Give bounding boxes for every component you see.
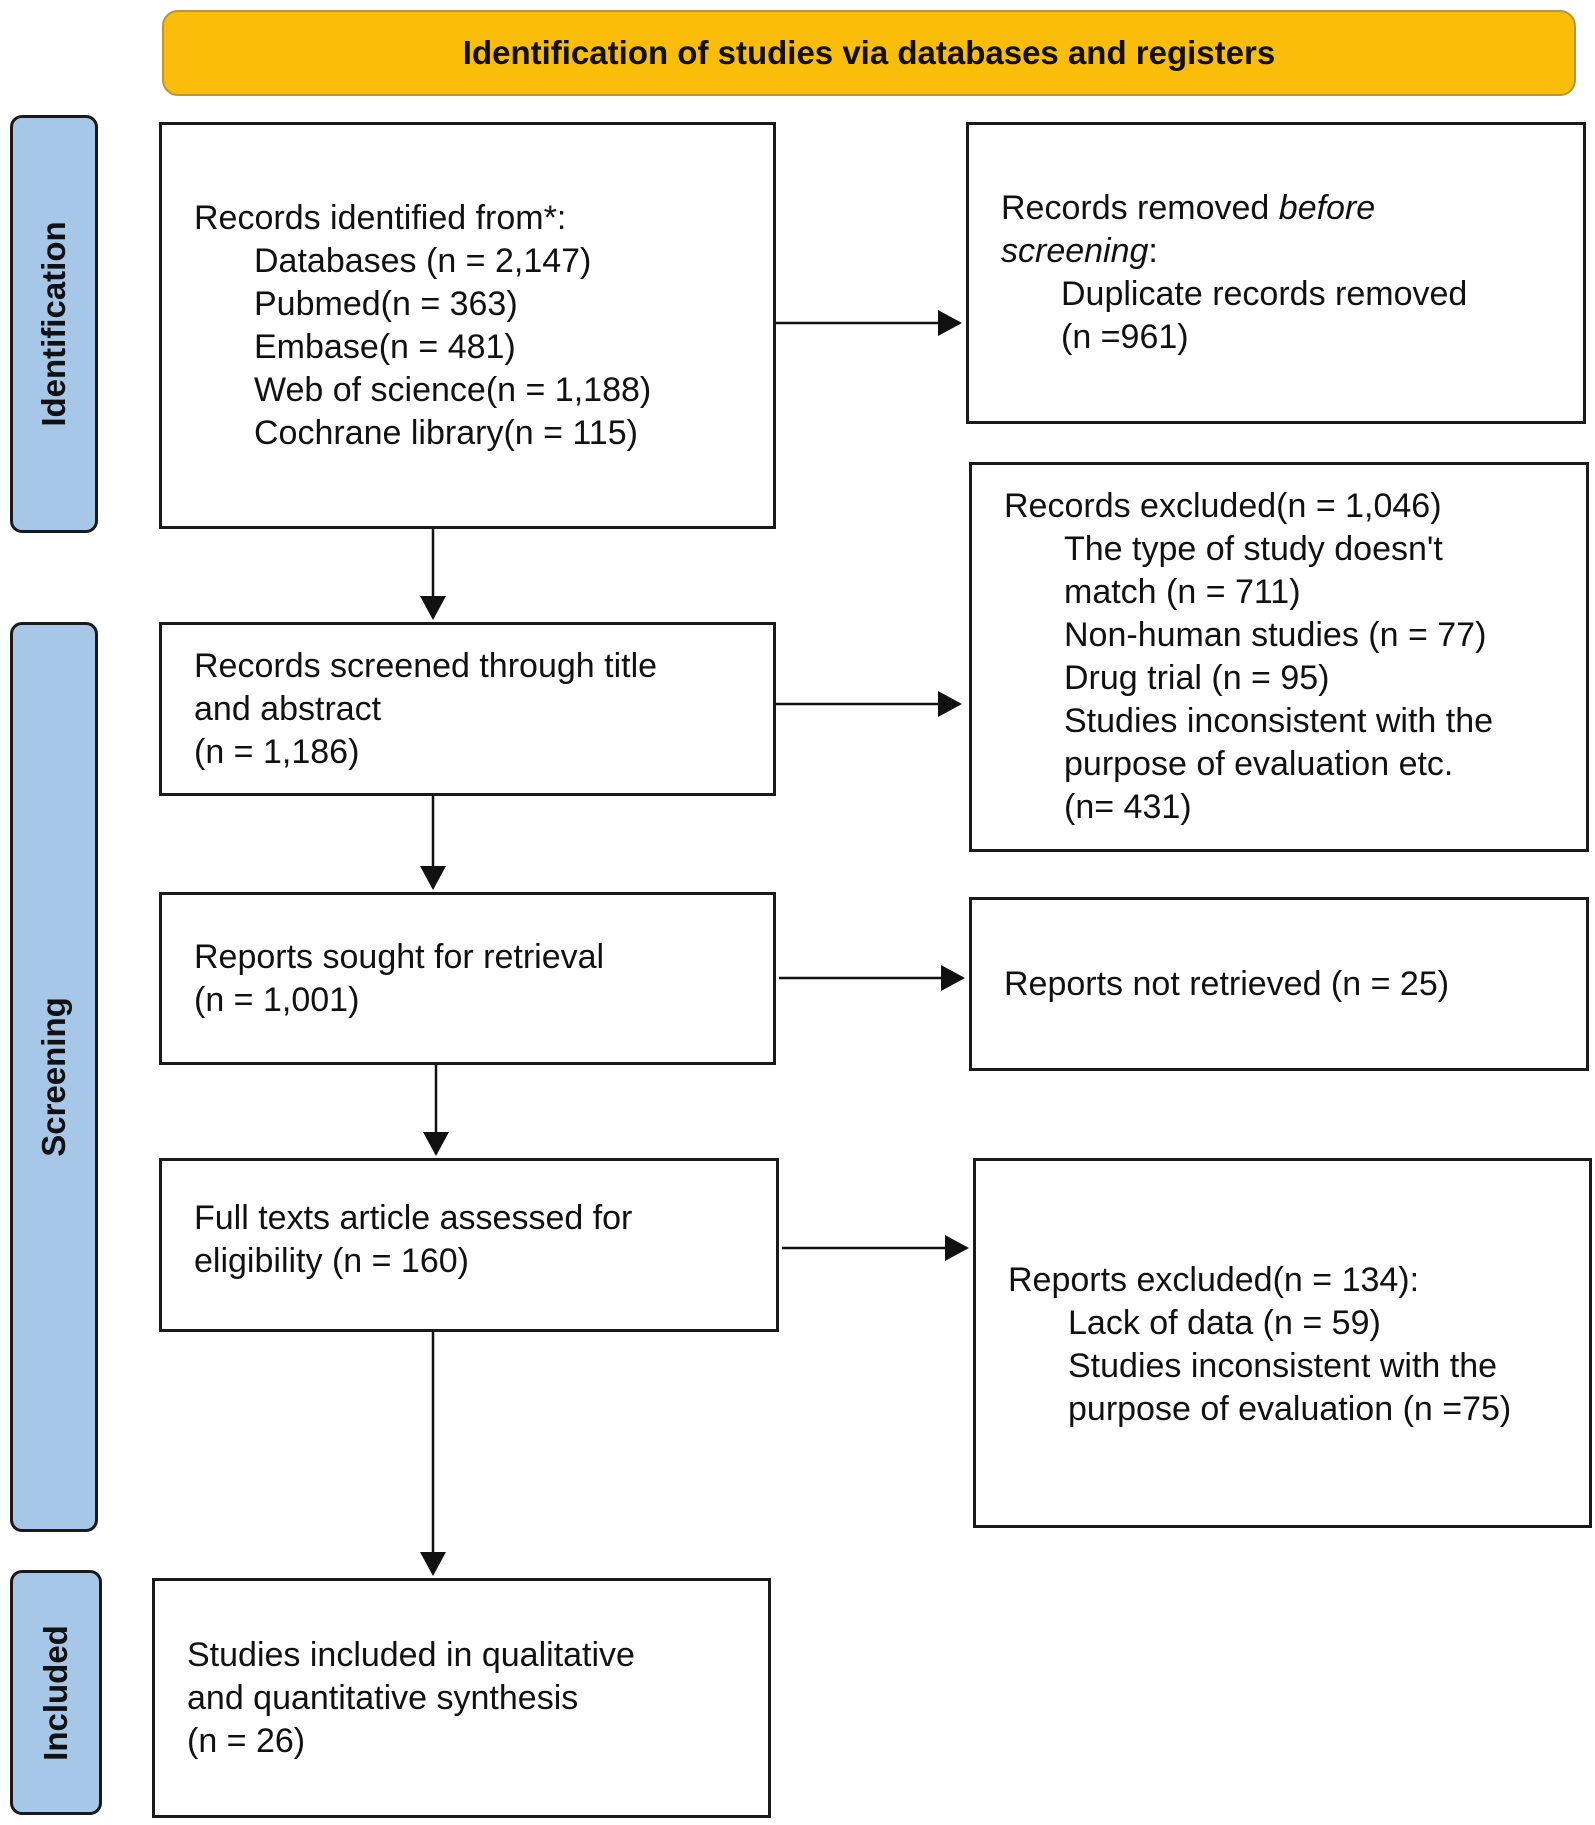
records-excluded-heading: Records excluded(n = 1,046) bbox=[1004, 487, 1442, 525]
records-excluded-item: Drug trial (n = 95) bbox=[1064, 659, 1330, 697]
reports-sought-line: (n = 1,001) bbox=[194, 980, 360, 1019]
records-removed-heading-line1: Records removed before bbox=[1001, 187, 1573, 230]
reports-excluded-item: Lack of data (n = 59) bbox=[1068, 1304, 1381, 1342]
records-identified-box: Records identified from*: Databases (n =… bbox=[159, 122, 776, 529]
reports-not-retrieved-box: Reports not retrieved (n = 25) bbox=[969, 897, 1589, 1071]
reports-excluded-heading: Reports excluded(n = 134): bbox=[1008, 1261, 1420, 1299]
records-removed-heading-suffix: : bbox=[1148, 232, 1158, 270]
phase-identification: Identification bbox=[10, 115, 98, 533]
reports-sought-box: Reports sought for retrieval (n = 1,001) bbox=[159, 892, 776, 1065]
reports-excluded-box: Reports excluded(n = 134): Lack of data … bbox=[973, 1158, 1592, 1528]
reports-sought-line: Reports sought for retrieval bbox=[194, 937, 605, 976]
records-screened-line: and abstract bbox=[194, 689, 382, 728]
full-texts-box: Full texts article assessed for eligibil… bbox=[159, 1158, 779, 1332]
full-texts-line: eligibility (n = 160) bbox=[194, 1242, 469, 1280]
records-excluded-box: Records excluded(n = 1,046) The type of … bbox=[969, 462, 1589, 852]
records-excluded-item: Non-human studies (n = 77) bbox=[1064, 616, 1487, 654]
reports-not-retrieved-line: Reports not retrieved (n = 25) bbox=[1004, 964, 1450, 1003]
studies-included-line: Studies included in qualitative bbox=[187, 1635, 635, 1674]
records-removed-heading-prefix: Records removed bbox=[1001, 189, 1279, 227]
records-removed-heading-emphasis: before bbox=[1278, 189, 1376, 227]
phase-included: Included bbox=[10, 1570, 102, 1815]
records-removed-item: Duplicate records removed bbox=[1061, 275, 1468, 313]
records-identified-heading: Records identified from*: bbox=[194, 198, 567, 237]
header-banner: Identification of studies via databases … bbox=[162, 10, 1576, 96]
records-identified-item: Cochrane library(n = 115) bbox=[254, 413, 638, 452]
records-excluded-item: purpose of evaluation etc. bbox=[1064, 745, 1454, 783]
records-identified-item: Embase(n = 481) bbox=[254, 327, 516, 366]
records-identified-item: Web of science(n = 1,188) bbox=[254, 370, 652, 409]
studies-included-line: and quantitative synthesis bbox=[187, 1678, 579, 1717]
records-excluded-item: (n= 431) bbox=[1064, 788, 1192, 826]
records-removed-heading-line2: screening: bbox=[1001, 230, 1573, 273]
records-removed-box: Records removed before screening: Duplic… bbox=[966, 122, 1586, 424]
phase-screening: Screening bbox=[10, 622, 98, 1532]
records-screened-line: Records screened through title bbox=[194, 646, 658, 685]
records-excluded-item: The type of study doesn't bbox=[1064, 530, 1443, 568]
full-texts-line: Full texts article assessed for bbox=[194, 1199, 633, 1237]
reports-excluded-item: Studies inconsistent with the bbox=[1068, 1347, 1498, 1385]
records-removed-item: (n =961) bbox=[1061, 318, 1189, 356]
records-excluded-item: match (n = 711) bbox=[1064, 573, 1301, 611]
studies-included-line: (n = 26) bbox=[187, 1721, 306, 1760]
records-removed-heading-emphasis: screening bbox=[1001, 232, 1149, 270]
header-title: Identification of studies via databases … bbox=[462, 34, 1276, 71]
records-excluded-item: Studies inconsistent with the bbox=[1064, 702, 1494, 740]
records-identified-item: Databases (n = 2,147) bbox=[254, 241, 592, 280]
records-screened-line: (n = 1,186) bbox=[194, 732, 360, 771]
reports-excluded-item: purpose of evaluation (n =75) bbox=[1068, 1390, 1512, 1428]
records-identified-item: Pubmed(n = 363) bbox=[254, 284, 518, 323]
studies-included-box: Studies included in qualitative and quan… bbox=[152, 1578, 771, 1818]
records-screened-box: Records screened through title and abstr… bbox=[159, 622, 776, 796]
